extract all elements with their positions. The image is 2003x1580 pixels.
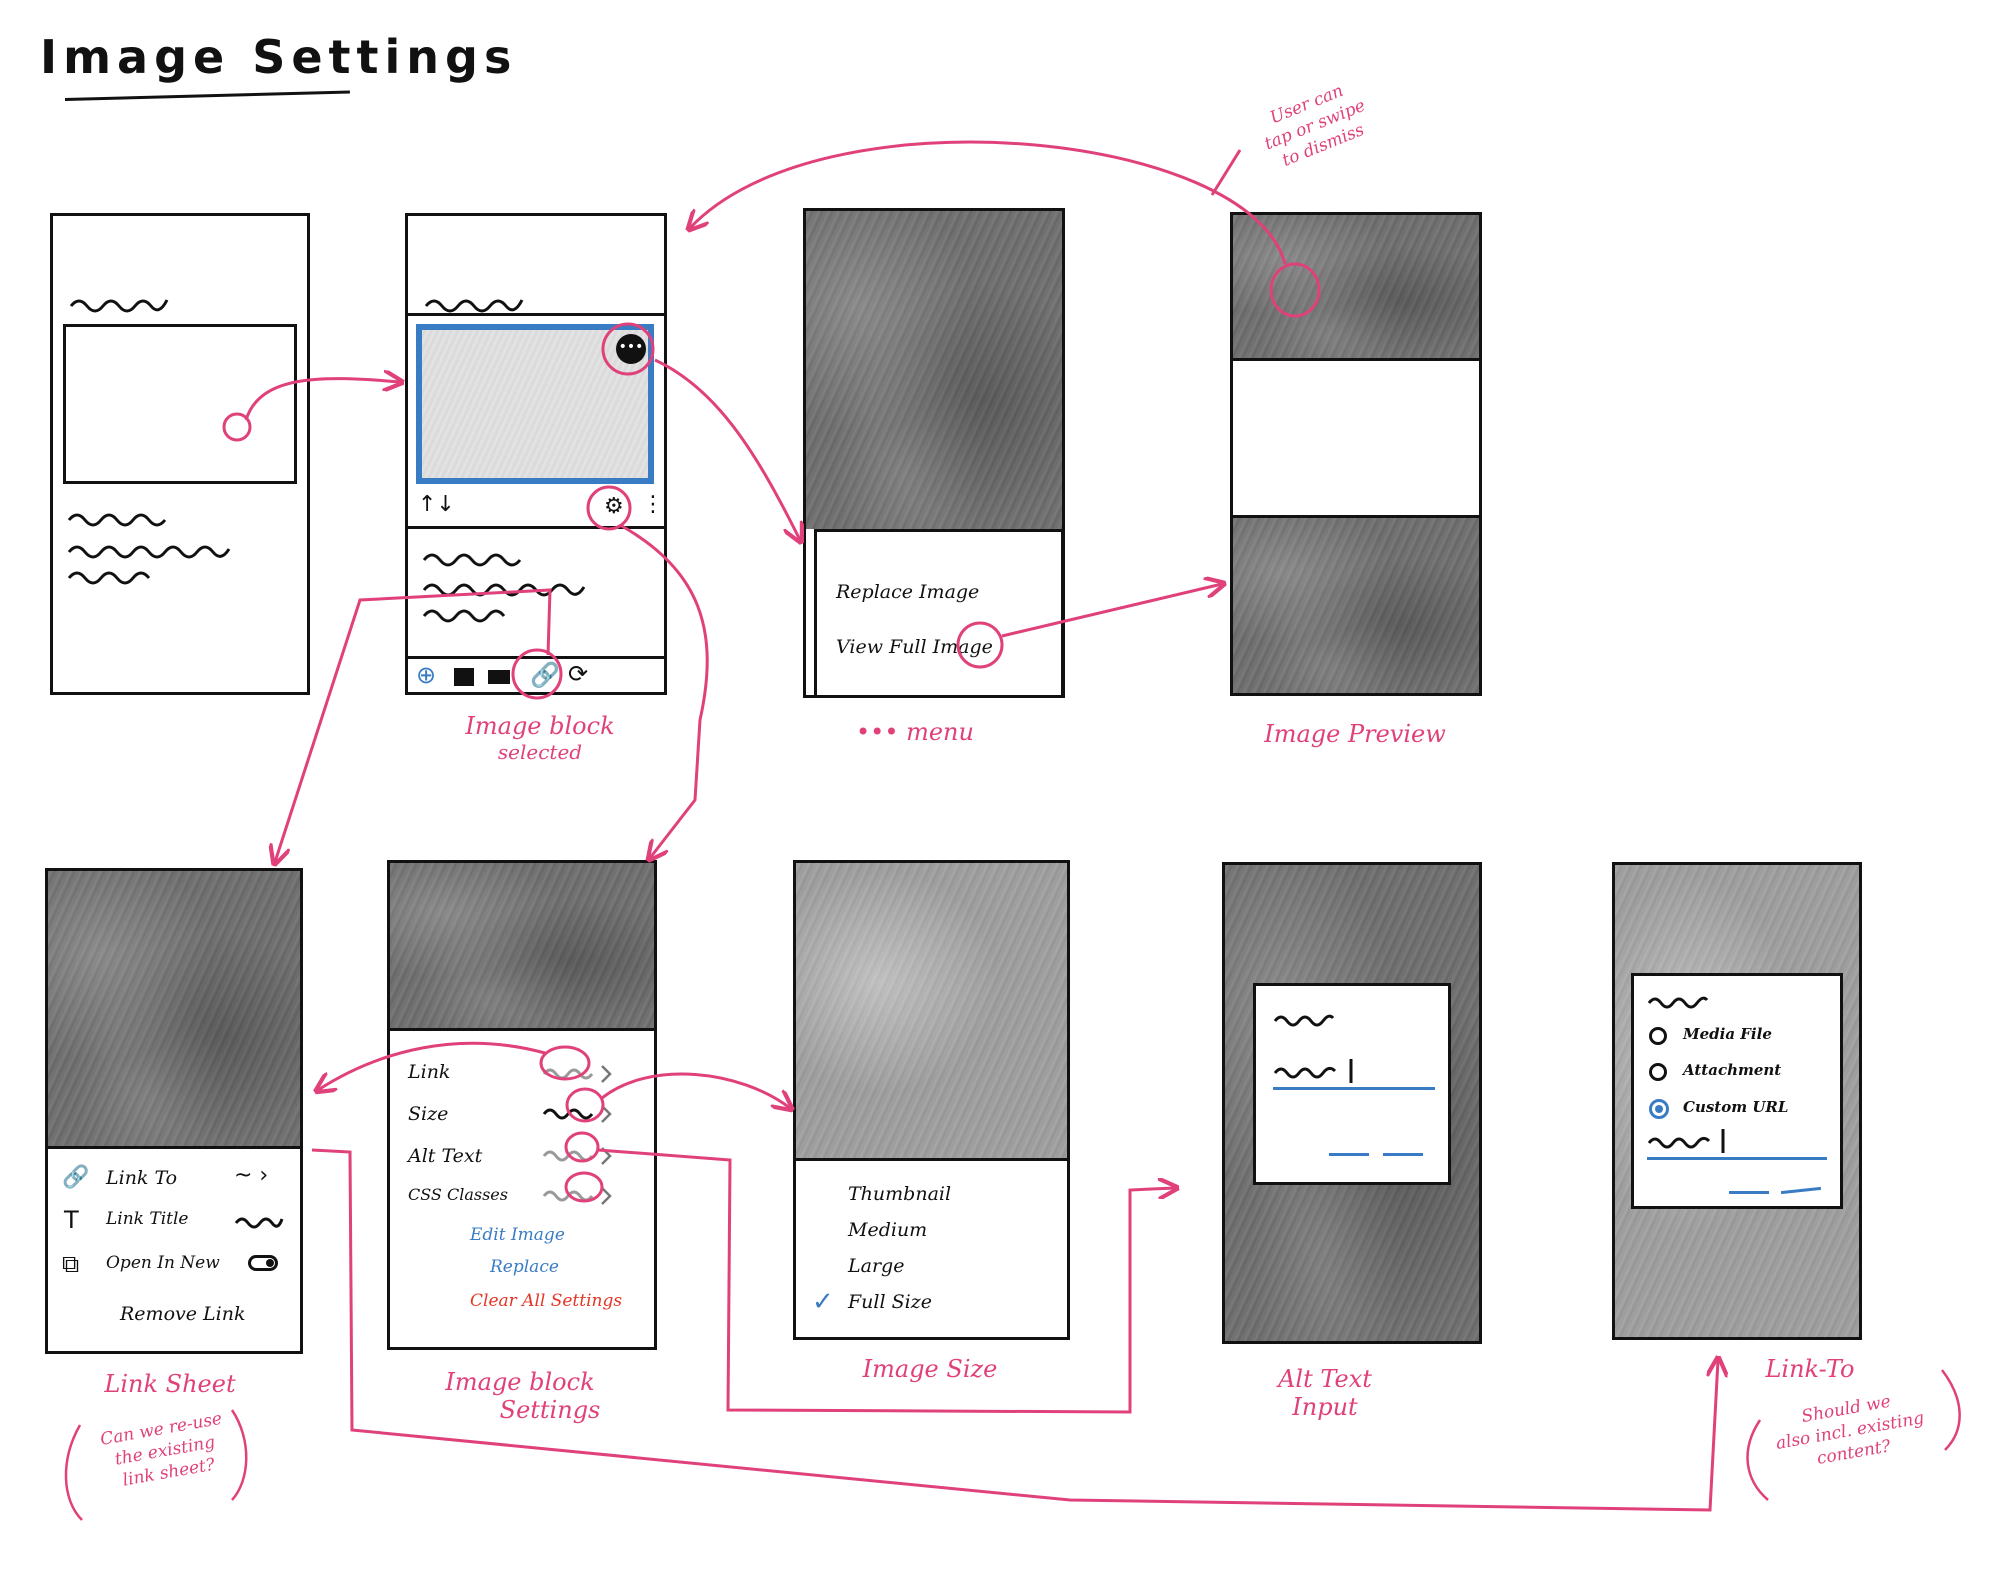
phone-more-menu: Replace Image View Full Image	[803, 208, 1065, 698]
radio-media-file[interactable]	[1649, 1027, 1667, 1045]
more-options-icon[interactable]: •••	[616, 334, 646, 364]
chevron-right-icon: ~ ›	[234, 1163, 269, 1188]
phone-link-to: Media File Attachment Custom URL	[1612, 862, 1862, 1340]
note-reuse-link-sheet: Can we re-use the existing link sheet?	[98, 1408, 224, 1491]
radio-custom-url[interactable]	[1649, 1099, 1669, 1119]
settings-row-size[interactable]: Size	[408, 1103, 449, 1125]
radio-attachment[interactable]	[1649, 1063, 1667, 1081]
caption-block-selected: Image block selected	[465, 712, 615, 764]
image-toolbar-icon[interactable]	[454, 668, 474, 686]
phone-link-sheet: 🔗 Link To ~ › T Link Title ⧉ Open In New…	[45, 868, 303, 1354]
phone-alt-text-input	[1222, 862, 1482, 1344]
image-backdrop	[796, 863, 1067, 1158]
settings-row-css-classes[interactable]: CSS Classes	[408, 1185, 508, 1204]
remove-link-button[interactable]: Remove Link	[120, 1303, 246, 1325]
clear-all-settings-button[interactable]: Clear All Settings	[470, 1291, 623, 1311]
open-in-new-toggle[interactable]	[248, 1255, 278, 1271]
link-sheet-row-open-in-new[interactable]: Open In New	[106, 1253, 220, 1273]
caption-link-to: Link-To	[1765, 1355, 1855, 1383]
bottom-toolbar-divider	[408, 656, 664, 659]
phone-image-preview	[1230, 212, 1482, 696]
size-option-large[interactable]: Large	[848, 1255, 905, 1277]
page-title: Image Settings	[40, 30, 518, 84]
option-custom-url[interactable]: Custom URL	[1683, 1098, 1789, 1116]
size-option-full-size[interactable]: Full Size	[848, 1291, 932, 1313]
replace-button[interactable]: Replace	[490, 1257, 559, 1277]
title-underline	[64, 90, 350, 101]
phone-image-size: Thumbnail Medium Large ✓ Full Size	[793, 860, 1070, 1340]
size-divider	[796, 1158, 1067, 1161]
image-top[interactable]	[1233, 215, 1479, 358]
header-divider	[408, 313, 664, 316]
dialog-title-squiggle	[1273, 1014, 1335, 1027]
text-squiggle	[69, 299, 169, 313]
caption-more-menu: ••• menu	[856, 718, 974, 746]
phone-editor	[50, 213, 310, 695]
image-backdrop	[48, 871, 300, 1146]
size-option-thumbnail[interactable]: Thumbnail	[848, 1183, 952, 1205]
text-squiggle	[422, 553, 586, 623]
text-title-icon: T	[64, 1206, 79, 1234]
phone-block-settings: Link Size Alt Text CSS Classes Edit Imag…	[387, 860, 657, 1350]
caption-image-size: Image Size	[862, 1355, 998, 1383]
menu-item-view-full-image[interactable]: View Full Image	[836, 636, 993, 658]
dialog-title-squiggle	[1647, 996, 1709, 1009]
vertical-dots-icon[interactable]: ⋮	[642, 492, 664, 517]
add-block-icon[interactable]: ⊕	[416, 661, 437, 689]
custom-url-input-value[interactable]	[1647, 1127, 1737, 1157]
caption-alt-text: Alt Text Input	[1278, 1365, 1372, 1421]
note-existing-content: Should we also incl. existing content?	[1774, 1391, 1926, 1469]
link-sheet-row-link-title[interactable]: Link Title	[106, 1209, 189, 1229]
preview-divider-bottom	[1233, 515, 1479, 518]
refresh-toolbar-icon[interactable]: ⟳	[568, 660, 589, 688]
size-option-medium[interactable]: Medium	[848, 1219, 928, 1241]
radio-dot	[1655, 1105, 1663, 1113]
confirm-action[interactable]	[1383, 1153, 1423, 1156]
caption-link-sheet: Link Sheet	[104, 1370, 236, 1398]
value-squiggle	[234, 1217, 284, 1229]
cancel-action[interactable]	[1329, 1153, 1369, 1156]
text-squiggle	[424, 299, 524, 313]
image-bottom[interactable]	[1233, 518, 1479, 693]
note-pointer	[1210, 149, 1242, 196]
image-backdrop	[806, 211, 1062, 529]
toggle-knob	[266, 1259, 274, 1267]
link-icon: 🔗	[62, 1165, 90, 1190]
row-values	[542, 1065, 612, 1205]
edit-image-button[interactable]: Edit Image	[470, 1225, 565, 1245]
settings-row-alt-text[interactable]: Alt Text	[408, 1145, 483, 1167]
open-external-icon: ⧉	[62, 1250, 80, 1278]
flow-arrow	[654, 358, 800, 540]
custom-url-underline	[1647, 1157, 1827, 1160]
sheet-divider	[48, 1146, 300, 1149]
alt-text-input-underline	[1273, 1087, 1435, 1090]
gallery-toolbar-icon[interactable]	[488, 670, 510, 684]
link-sheet-row-link-to[interactable]: Link To	[106, 1167, 178, 1189]
image-placeholder[interactable]	[63, 324, 297, 484]
settings-gear-icon[interactable]: ⚙	[604, 494, 624, 519]
preview-divider-top	[1233, 358, 1479, 361]
image-backdrop	[390, 863, 654, 1028]
note-dismiss: User can tap or swipe to dismiss	[1261, 80, 1369, 171]
menu-item-replace-image[interactable]: Replace Image	[836, 581, 980, 603]
phone-block-selected: ••• ↑↓ ⚙ ⋮ ⊕ 🔗 ⟳	[405, 213, 667, 695]
menu-sheet	[814, 529, 1062, 695]
caption-block-settings: Image block Settings	[445, 1368, 601, 1424]
text-squiggle	[67, 513, 231, 585]
settings-divider	[390, 1028, 654, 1031]
alt-text-input-value[interactable]	[1273, 1057, 1363, 1087]
option-media-file[interactable]: Media File	[1683, 1025, 1772, 1043]
toolbar-divider	[408, 526, 664, 529]
caption-image-preview: Image Preview	[1264, 720, 1446, 748]
cancel-action[interactable]	[1729, 1191, 1769, 1194]
option-attachment[interactable]: Attachment	[1683, 1061, 1782, 1079]
settings-row-link[interactable]: Link	[408, 1061, 451, 1083]
checkmark-icon: ✓	[812, 1287, 834, 1317]
link-toolbar-icon[interactable]: 🔗	[530, 661, 560, 689]
move-up-down-icon[interactable]: ↑↓	[418, 492, 455, 517]
